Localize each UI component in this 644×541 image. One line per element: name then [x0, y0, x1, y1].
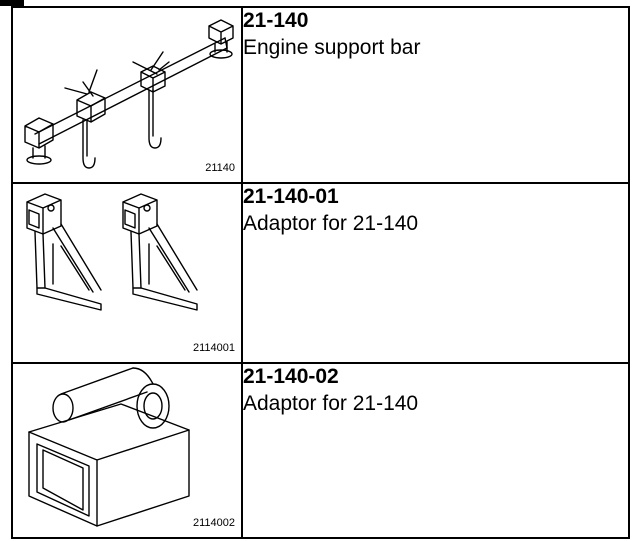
- heading-fragment: [0, 0, 24, 6]
- figure-code: 2114002: [192, 517, 235, 529]
- tool-text-cell: 21-140-01 Adaptor for 21-140: [241, 182, 630, 364]
- adaptor-pair-illustration: [26, 193, 198, 311]
- figure-code: 21140: [205, 162, 235, 174]
- part-number: 21-140: [243, 9, 309, 32]
- part-number: 21-140-01: [243, 185, 339, 208]
- tool-row: 2114002 21-140-02 Adaptor for 21-140: [11, 362, 630, 539]
- adaptor-sleeve-illustration: [28, 367, 190, 527]
- figure-code: 2114001: [192, 342, 235, 354]
- tool-row: 21140 21-140 Engine support bar: [11, 6, 630, 184]
- engine-support-bar-illustration: [24, 19, 234, 169]
- part-number: 21-140-02: [243, 365, 339, 388]
- tool-illustration-cell: 2114001: [11, 182, 243, 364]
- tool-illustration-cell: 2114002: [11, 362, 243, 539]
- tool-text-cell: 21-140 Engine support bar: [241, 6, 630, 184]
- special-tools-table: 21140 21-140 Engine support bar: [11, 6, 630, 539]
- tool-illustration-cell: 21140: [11, 6, 243, 184]
- part-description: Adaptor for 21-140: [243, 212, 419, 235]
- part-description: Engine support bar: [243, 36, 421, 59]
- part-description: Adaptor for 21-140: [243, 392, 419, 415]
- tool-text-cell: 21-140-02 Adaptor for 21-140: [241, 362, 630, 539]
- tool-row: 2114001 21-140-01 Adaptor for 21-140: [11, 182, 630, 364]
